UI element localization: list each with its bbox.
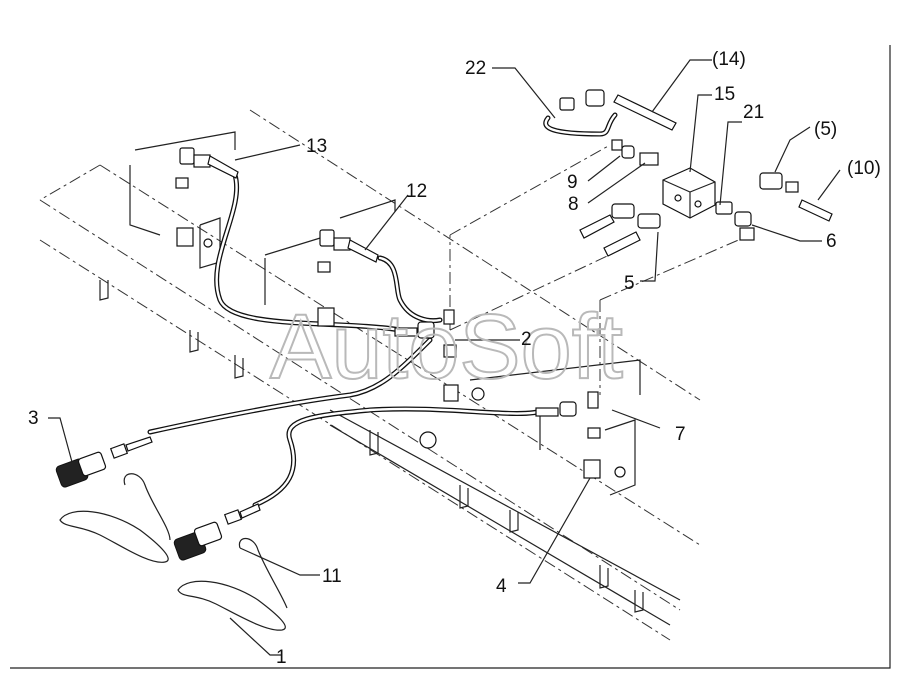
callout-22: 22 (465, 58, 486, 79)
callout-11: 11 (322, 566, 342, 587)
callout-12: 12 (406, 181, 427, 202)
leader-lines (48, 59, 841, 656)
callout-9: 9 (567, 172, 578, 193)
callout-1: 1 (276, 647, 287, 668)
elbow-fitting-13 (175, 147, 239, 247)
callout-13: 13 (306, 136, 327, 157)
frame-rails (99, 131, 681, 626)
adapters-5 (579, 203, 661, 257)
callout-labels: 1 2 3 4 5 6 7 8 9 11 12 13 (14) 15 21 22… (28, 49, 881, 668)
tee-fitting-2 (394, 309, 459, 402)
components (55, 89, 833, 631)
dust-cap-lower (177, 537, 288, 631)
callout-7: 7 (675, 424, 686, 445)
fittings-21-6 (715, 201, 755, 241)
callout-14: (14) (712, 49, 746, 70)
dust-cap-upper (59, 473, 171, 563)
hydraulic-hoses (147, 112, 618, 508)
quick-coupler-lower (173, 503, 261, 561)
fittings-5-10 (759, 172, 833, 222)
callout-2: 2 (521, 329, 532, 350)
fittings-8-9 (559, 89, 659, 166)
callout-5: 5 (624, 273, 635, 294)
quick-coupler-upper (55, 436, 153, 488)
callout-10-ref: (10) (847, 158, 881, 179)
elbow-fitting-12 (317, 229, 379, 327)
callout-3: 3 (28, 408, 39, 429)
rod-14 (613, 94, 677, 131)
callout-6: 6 (826, 231, 837, 252)
watermark: AutoSoft (270, 296, 623, 398)
callout-4: 4 (496, 576, 507, 597)
callout-8: 8 (568, 194, 579, 215)
callout-5-ref: (5) (814, 119, 837, 140)
callout-15: 15 (714, 84, 735, 105)
callout-21: 21 (743, 102, 764, 123)
diagram-border (10, 45, 891, 669)
tee-fitting-7 (535, 391, 601, 479)
valve-block-15 (662, 167, 716, 219)
